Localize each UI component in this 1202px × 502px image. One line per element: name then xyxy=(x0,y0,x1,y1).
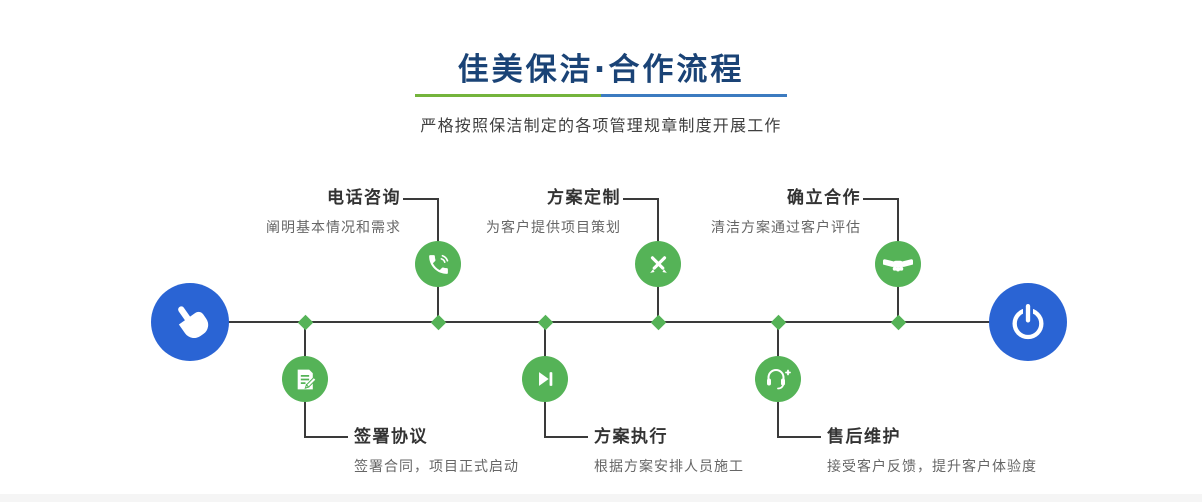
headset-icon xyxy=(765,367,791,391)
step-label-aftersales: 售后维护 接受客户反馈，提升客户体验度 xyxy=(827,428,1037,476)
title-divider xyxy=(415,94,787,97)
connector-line xyxy=(623,198,657,200)
step-node-handshake xyxy=(875,241,921,287)
timeline-diamond xyxy=(537,314,553,330)
divider-green-segment xyxy=(415,94,601,97)
connector-line xyxy=(304,436,348,438)
step-desc: 根据方案安排人员施工 xyxy=(594,459,744,475)
connector-line xyxy=(863,198,897,200)
connector-line xyxy=(897,198,899,242)
connector-line xyxy=(544,402,546,438)
design-tools-icon xyxy=(646,252,671,277)
step-label-handshake: 确立合作 清洁方案通过客户评估 xyxy=(711,189,861,237)
connector-line xyxy=(544,436,588,438)
timeline-diamond xyxy=(430,314,446,330)
step-label-design: 方案定制 为客户提供项目策划 xyxy=(486,189,621,237)
step-desc: 清洁方案通过客户评估 xyxy=(711,220,861,236)
play-icon xyxy=(534,368,556,390)
phone-icon xyxy=(426,252,451,277)
step-title: 方案执行 xyxy=(594,427,668,447)
handshake-icon xyxy=(883,254,913,275)
page-subtitle: 严格按照保洁制定的各项管理规章制度开展工作 xyxy=(420,116,782,135)
step-desc: 阐明基本情况和需求 xyxy=(266,220,401,236)
page-title: 佳美保洁·合作流程 xyxy=(457,52,745,88)
timeline-diamond xyxy=(770,314,786,330)
stem-line xyxy=(437,284,439,322)
timeline-diamond xyxy=(890,314,906,330)
timeline-line xyxy=(190,321,1028,323)
stem-line xyxy=(897,284,899,322)
step-node-design xyxy=(635,241,681,287)
connector-line xyxy=(777,402,779,438)
step-node-aftersales xyxy=(755,356,801,402)
step-title: 确立合作 xyxy=(787,188,861,208)
step-node-phone xyxy=(415,241,461,287)
step-label-execute: 方案执行 根据方案安排人员施工 xyxy=(594,428,744,476)
step-title: 方案定制 xyxy=(547,188,621,208)
connector-line xyxy=(437,198,439,242)
step-title: 签署协议 xyxy=(354,427,428,447)
power-icon xyxy=(1008,302,1048,342)
connector-line xyxy=(777,436,821,438)
step-desc: 签署合同，项目正式启动 xyxy=(354,459,519,475)
timeline-end-node xyxy=(989,283,1067,361)
connector-line xyxy=(657,198,659,242)
stem-line xyxy=(304,322,306,358)
stem-line xyxy=(657,284,659,322)
step-node-execute xyxy=(522,356,568,402)
step-title: 电话咨询 xyxy=(327,188,401,208)
step-title: 售后维护 xyxy=(827,427,901,447)
stem-line xyxy=(544,322,546,358)
timeline-start-node xyxy=(151,283,229,361)
connector-line xyxy=(304,402,306,438)
step-label-contract: 签署协议 签署合同，项目正式启动 xyxy=(354,428,519,476)
divider-blue-segment xyxy=(601,94,787,97)
step-desc: 为客户提供项目策划 xyxy=(486,220,621,236)
step-label-phone: 电话咨询 阐明基本情况和需求 xyxy=(266,189,401,237)
page-bottom-edge xyxy=(0,494,1202,502)
stem-line xyxy=(777,322,779,358)
connector-line xyxy=(403,198,437,200)
timeline-diamond xyxy=(650,314,666,330)
pointing-hand-icon xyxy=(169,301,211,343)
step-node-contract xyxy=(282,356,328,402)
step-desc: 接受客户反馈，提升客户体验度 xyxy=(827,459,1037,475)
contract-icon xyxy=(293,367,318,392)
timeline-diamond xyxy=(297,314,313,330)
